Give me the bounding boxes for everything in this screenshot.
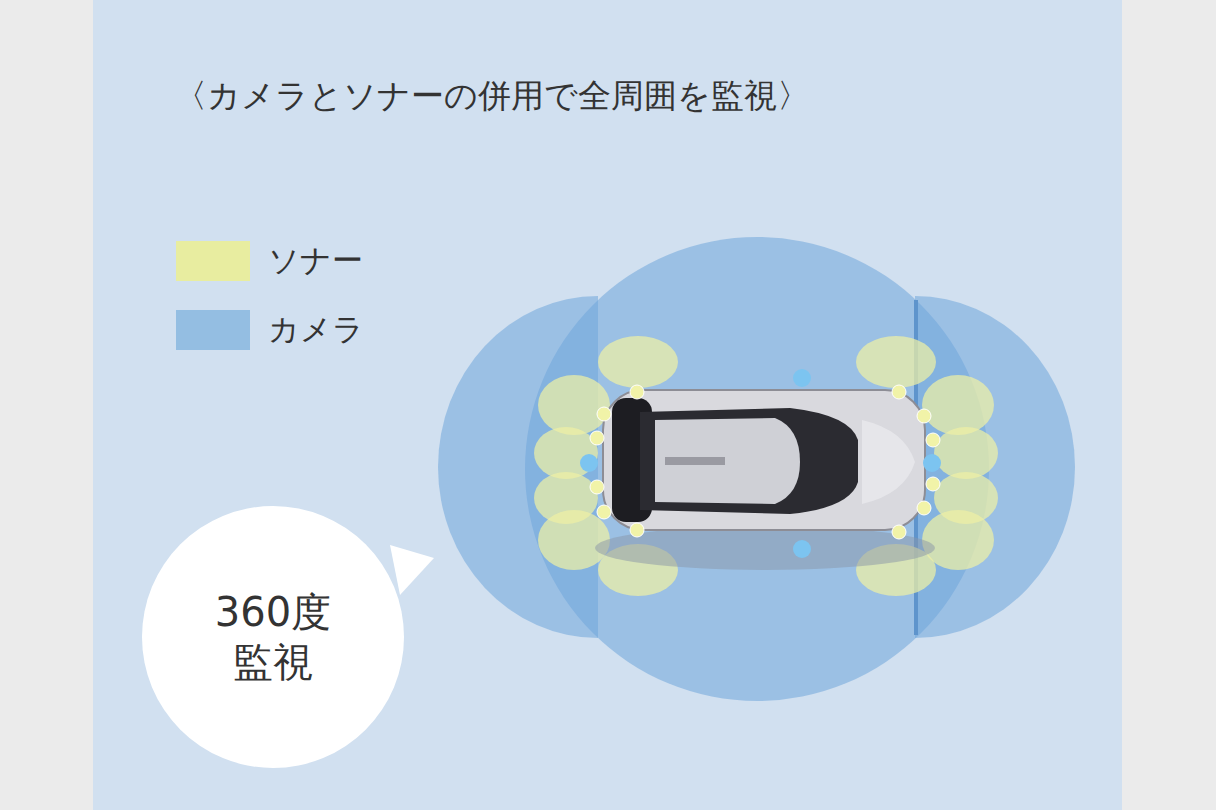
legend-text: カメラ [268,309,364,351]
car [603,390,925,530]
bubble-text: 360度 監視 [207,587,339,687]
car-shadow [595,526,935,570]
legend-swatch [176,310,250,350]
legend-row: ソナー [176,240,363,282]
speech-bubble: 360度 監視 [142,506,404,768]
camera-area [915,296,1075,638]
bubble-content: 360度 監視 [207,587,339,687]
camera-areas [438,237,1075,701]
legend-swatch [176,241,250,281]
camera-sensors [580,369,941,558]
sonar-areas [534,336,998,596]
legend-row: カメラ [176,309,364,351]
title: 〈カメラとソナーの併用で全周囲を監視〉 [174,74,810,119]
camera-area [438,296,598,638]
sonar-sensors [590,385,940,539]
bubble-tail [390,545,434,595]
legend-text: ソナー [268,240,363,282]
